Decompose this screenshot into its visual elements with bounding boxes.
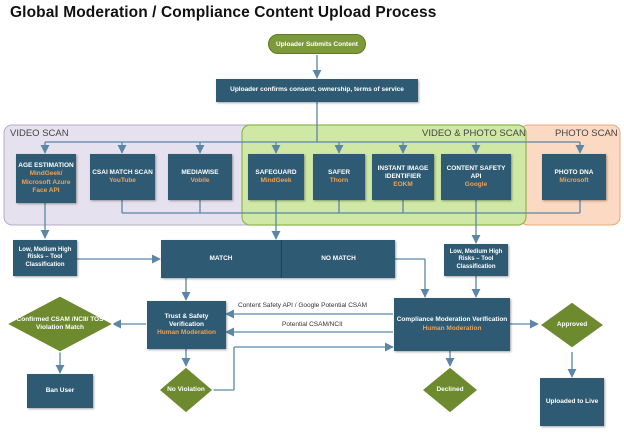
confirmed-violation-label: Confirmed CSAM /NCII/ TOS Violation Matc… <box>16 315 104 331</box>
content-safety-name: CONTENT SAFETY API <box>446 164 506 180</box>
edge-label-google-csam: Content Safety API / Google Potential CS… <box>238 302 367 309</box>
instant-image-name: INSTANT IMAGE IDENTIFIER <box>377 164 429 180</box>
csai-match-node: CSAI MATCH SCAN YouTube <box>90 154 155 200</box>
declined-label: Declined <box>436 385 464 393</box>
uploaded-to-live-node: Uploaded to Live <box>540 378 604 426</box>
trust-safety-sub: Human Moderation <box>157 329 216 337</box>
safer-vendor: Thorn <box>329 177 349 184</box>
safeguard-vendor: MindGeek <box>260 177 292 184</box>
trust-safety-title: Trust & Safety Verification <box>164 312 209 328</box>
consent-node: Uploader confirms consent, ownership, te… <box>216 79 418 102</box>
trust-safety-node: Trust & Safety Verification Human Modera… <box>147 301 226 349</box>
age-estimation-node: AGE ESTIMATION MindGeek/ Microsoft Azure… <box>16 154 76 203</box>
risk-classification-left: Low, Medium High Risks – Tool Classifica… <box>13 240 77 276</box>
match-label: MATCH <box>209 254 233 262</box>
mediawise-node: MEDIAWISE Vobile <box>168 154 232 200</box>
safeguard-name: SAFEGUARD <box>255 168 297 176</box>
photo-dna-name: PHOTO DNA <box>554 168 594 176</box>
safeguard-node: SAFEGUARD MindGeek <box>248 154 304 200</box>
safer-node: SAFER Thorn <box>313 154 365 200</box>
confirmed-diamond <box>5 295 115 353</box>
ban-user-node: Ban User <box>27 374 93 408</box>
age-estimation-name: AGE ESTIMATION <box>18 162 74 170</box>
uploader-submits-node: Uploader Submits Content <box>268 34 366 54</box>
page-title: Global Moderation / Compliance Content U… <box>10 4 437 21</box>
photo-scan-label: PHOTO SCAN <box>555 128 618 139</box>
approved-label: Approved <box>556 320 588 328</box>
compliance-sub: Human Moderation <box>422 324 482 332</box>
mediawise-name: MEDIAWISE <box>181 168 219 176</box>
video-scan-label: VIDEO SCAN <box>10 128 69 139</box>
compliance-node: Compliance Moderation Verification Human… <box>394 298 510 351</box>
video-photo-scan-label: VIDEO & PHOTO SCAN <box>422 128 526 139</box>
approved-diamond <box>538 301 606 349</box>
csai-match-vendor: YouTube <box>109 177 136 184</box>
safer-name: SAFER <box>327 168 351 176</box>
instant-image-node: INSTANT IMAGE IDENTIFIER EOKM <box>372 154 434 200</box>
no-match-label: NO MATCH <box>321 254 356 262</box>
no-violation-diamond <box>158 366 214 414</box>
risk-classification-right: Low, Medium High Risks – Tool Classifica… <box>444 244 508 276</box>
declined-diamond <box>421 366 479 414</box>
compliance-title: Compliance Moderation Verification <box>396 316 508 324</box>
instant-image-vendor: EOKM <box>393 181 413 189</box>
ban-user-label: Ban User <box>45 386 75 394</box>
no-violation-label: No Violation <box>167 385 205 393</box>
photo-dna-vendor: Microsoft <box>559 177 589 184</box>
risk-left-label: Low, Medium High Risks – Tool Classifica… <box>18 246 72 268</box>
risk-right-label: Low, Medium High Risks – Tool Classifica… <box>449 248 503 270</box>
csai-match-name: CSAI MATCH SCAN <box>92 168 153 176</box>
match-node: MATCH <box>161 240 281 278</box>
photo-dna-node: PHOTO DNA Microsoft <box>542 154 606 200</box>
edge-label-csam-ncii: Potential CSAM/NCII <box>282 321 343 328</box>
mediawise-vendor: Vobile <box>190 177 210 184</box>
content-safety-vendor: Google <box>464 181 488 189</box>
uploaded-label: Uploaded to Live <box>545 397 599 405</box>
consent-label: Uploader confirms consent, ownership, te… <box>230 86 404 94</box>
no-match-node: NO MATCH <box>281 240 395 278</box>
content-safety-node: CONTENT SAFETY API Google <box>441 154 511 200</box>
age-estimation-vendor: MindGeek/ Microsoft Azure Face API <box>21 170 71 194</box>
